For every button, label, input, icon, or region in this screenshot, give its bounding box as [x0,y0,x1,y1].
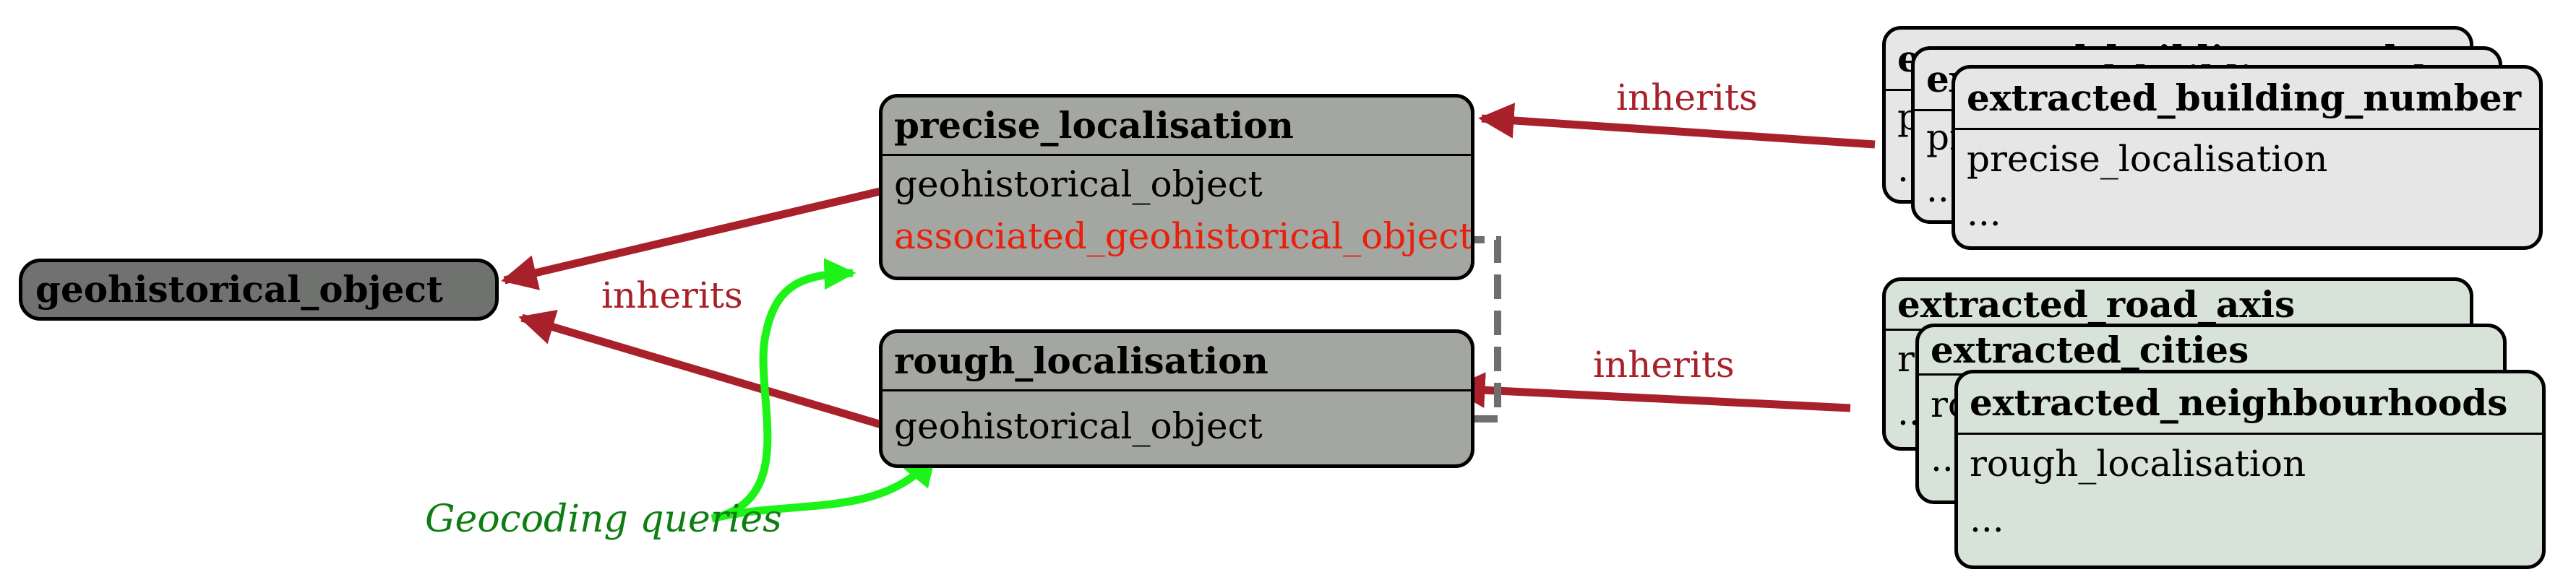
inherits-arrow-area-to-rough [1449,372,1851,412]
rough-localisation-box: rough_localisation geohistorical_object [879,329,1474,468]
geocoding-arrow-to-precise [710,258,856,523]
precise-field-associated-object: associated_geohistorical_object [894,215,1474,257]
neighbourhoods-field: rough_localisation [1970,443,2306,485]
geocoding-label: Geocoding queries [425,498,782,541]
inherits-label-top: inherits [1616,77,1758,118]
precise-localisation-box: precise_localisation geohistorical_objec… [879,94,1474,280]
inherits-arrow-rough-to-root [518,309,888,430]
building-box-front: extracted_building_number precise_locali… [1952,65,2543,250]
geocoding-arrow-to-rough [710,454,937,523]
inherits-arrow-precise-to-root [501,185,890,290]
inherits-arrow-building-to-precise [1478,103,1876,149]
root-class-title: geohistorical_object [35,268,443,311]
building-box-front-title: extracted_building_number [1955,69,2539,130]
precise-localisation-title: precise_localisation [883,98,1471,156]
precise-field-geohistorical-object: geohistorical_object [894,163,1263,205]
inherits-label-bottom: inherits [1593,344,1735,386]
root-class-box: geohistorical_object [19,259,499,321]
neighbourhoods-more: ... [1970,498,2004,540]
neighbourhoods-title: extracted_neighbourhoods [1958,373,2542,435]
inherits-label-left: inherits [601,274,743,316]
rough-field-geohistorical-object: geohistorical_object [894,405,1263,447]
neighbourhoods-box: extracted_neighbourhoods rough_localisat… [1954,370,2546,569]
rough-localisation-title: rough_localisation [883,333,1471,391]
building-box-front-field: precise_localisation [1967,138,2328,180]
cities-title: extracted_cities [1919,327,2503,376]
building-box-front-more: ... [1967,192,2001,234]
